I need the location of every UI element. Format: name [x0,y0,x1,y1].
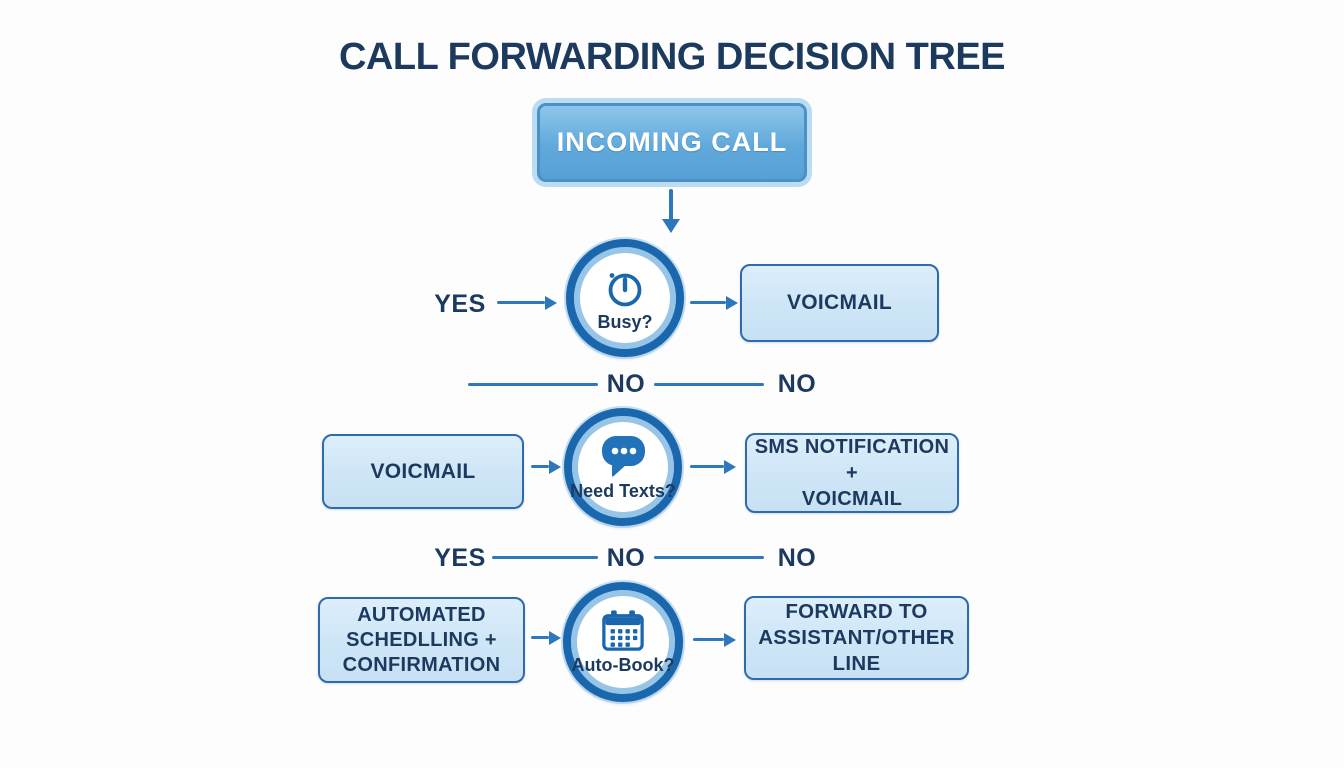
arrow-line [690,465,724,468]
branch-label-no-3: NO [606,544,646,572]
node-automated-scheduling: AUTOMATED SCHEDLLING + CONFIRMATION [318,597,525,683]
automated-scheduling-label: AUTOMATED SCHEDLLING + CONFIRMATION [342,603,501,676]
arrow-head [549,631,561,645]
branch-label-yes-1: YES [434,290,486,318]
arrow-down-head [662,219,680,233]
page-title: CALL FORWARDING DECISION TREE [338,36,1006,78]
arrow-head [726,296,738,310]
branch-label-no-2: NO [777,370,817,398]
node-forward-assistant: FORWARD TO ASSISTANT/OTHER LINE [744,596,969,680]
branch-line [654,556,764,559]
arrow-line [531,465,549,468]
branch-label-yes-2: YES [434,544,486,572]
branch-label-no-1: NO [606,370,646,398]
arrow-line [693,638,724,641]
voicemail-left-label: VOICMAIL [370,459,476,483]
arrow-line [497,301,545,304]
branch-line [468,383,598,386]
node-sms-voicemail: SMS NOTIFICATION + VOICMAIL [745,433,959,513]
decision-need-texts: Need Texts? [564,408,682,526]
arrow-head [724,460,736,474]
incoming-call-label: INCOMING CALL [556,127,788,157]
decision-busy: Busy? [566,239,684,357]
arrow-down-line [669,189,673,221]
busy-label: Busy? [597,311,653,332]
branch-line [492,556,598,559]
decision-auto-book: Auto-Book? [563,582,683,702]
calendar-icon [602,609,644,651]
chat-bubble-icon [602,435,645,477]
arrow-line [531,636,549,639]
arrow-head [549,460,561,474]
sms-voicemail-label: SMS NOTIFICATION + VOICMAIL [754,436,950,510]
forward-assistant-label: FORWARD TO ASSISTANT/OTHER LINE [758,600,955,675]
node-voicemail-left: VOICMAIL [322,434,524,509]
auto-book-label: Auto-Book? [571,654,675,675]
node-incoming-call: INCOMING CALL [537,103,807,182]
arrow-line [690,301,726,304]
clock-icon [608,272,642,306]
voicemail-top-label: VOICMAIL [786,291,893,314]
node-voicemail-top: VOICMAIL [740,264,939,342]
branch-line [654,383,764,386]
arrow-head [545,296,557,310]
need-texts-label: Need Texts? [570,480,676,501]
arrow-head [724,633,736,647]
branch-label-no-4: NO [777,544,817,572]
